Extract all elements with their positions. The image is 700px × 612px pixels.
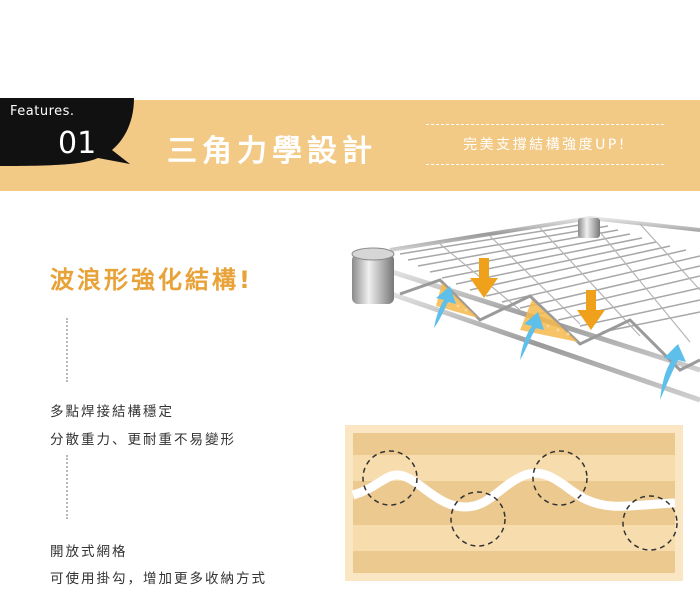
dotted-divider-1 (66, 318, 68, 382)
features-label: Features. (10, 104, 75, 119)
wave-structure-diagram (345, 425, 683, 581)
feature-2-line-1: 開放式網格 (50, 544, 128, 560)
page-title: 三角力學設計 (167, 134, 377, 169)
subtitle-top-divider (426, 124, 664, 125)
page-subtitle: 完美支撐結構強度UP! (463, 137, 627, 153)
feature-number: 01 (58, 126, 97, 161)
wire-shelf-illustration (340, 210, 700, 414)
subtitle-bottom-divider (426, 164, 664, 165)
feature-2-line-2: 可使用掛勾，增加更多收納方式 (50, 571, 267, 587)
down-arrow-icon (470, 258, 605, 330)
dotted-divider-2 (66, 455, 68, 519)
feature-1-line-1: 多點焊接結構穩定 (50, 404, 174, 420)
section-heading: 波浪形強化結構! (50, 266, 253, 294)
feature-1-line-2: 分散重力、更耐重不易變形 (50, 432, 236, 448)
features-badge (0, 98, 140, 168)
